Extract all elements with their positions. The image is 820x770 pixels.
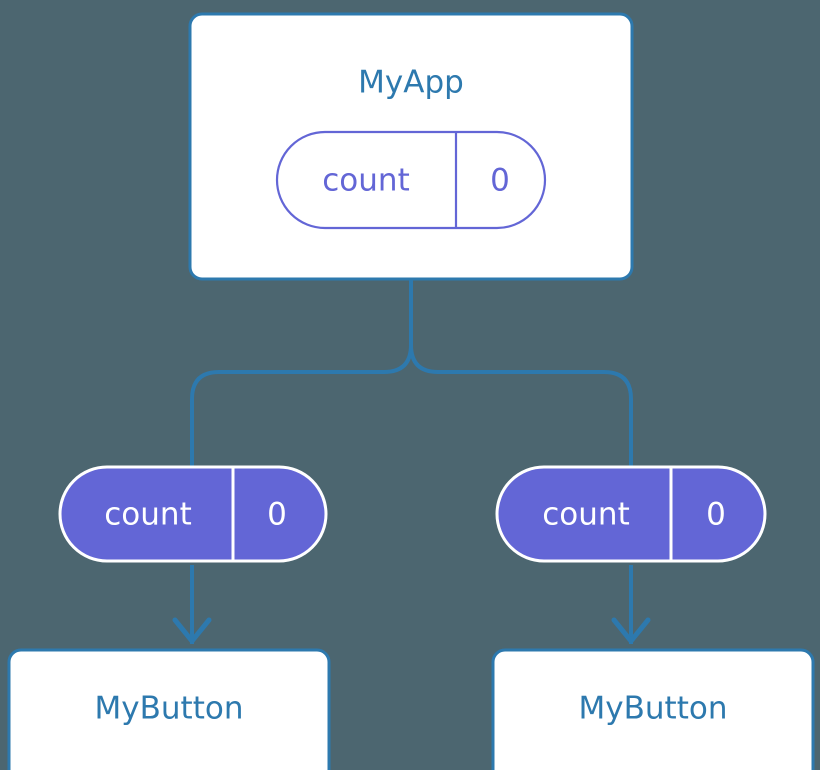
right-state-value: 0 xyxy=(706,497,726,533)
left-arrow xyxy=(172,565,212,644)
left-state-pill-body[interactable] xyxy=(58,465,328,563)
left-state-value: 0 xyxy=(267,497,287,533)
connector-branch-left xyxy=(190,344,413,467)
right-state-key: count xyxy=(542,497,629,533)
myapp-state-pill-body[interactable] xyxy=(275,130,547,230)
myapp-state-pill[interactable]: count 0 xyxy=(275,130,547,230)
right-state-pill-body[interactable] xyxy=(495,465,767,563)
right-state-pill[interactable]: count 0 xyxy=(495,465,767,563)
mybutton-left-title: MyButton xyxy=(95,691,244,727)
component-mybutton-left[interactable]: MyButton xyxy=(7,648,331,770)
left-arrow-head-icon xyxy=(172,617,212,644)
left-state-pill[interactable]: count 0 xyxy=(58,465,328,563)
component-mybutton-right[interactable]: MyButton xyxy=(491,648,815,770)
connector-branch-right xyxy=(409,344,633,467)
myapp-state-value: 0 xyxy=(490,163,510,199)
myapp-title: MyApp xyxy=(358,65,464,101)
mybutton-right-title: MyButton xyxy=(579,691,728,727)
branch-left: count 0 MyButton xyxy=(7,465,331,770)
mybutton-left-box[interactable] xyxy=(7,648,331,770)
connector-group xyxy=(190,279,633,467)
right-arrow-head-icon xyxy=(611,617,651,644)
right-arrow xyxy=(611,565,651,644)
myapp-state-key: count xyxy=(322,163,409,199)
left-state-key: count xyxy=(104,497,191,533)
component-myapp[interactable]: MyApp count 0 xyxy=(188,12,634,281)
branch-right: count 0 MyButton xyxy=(491,465,815,770)
mybutton-right-box[interactable] xyxy=(491,648,815,770)
